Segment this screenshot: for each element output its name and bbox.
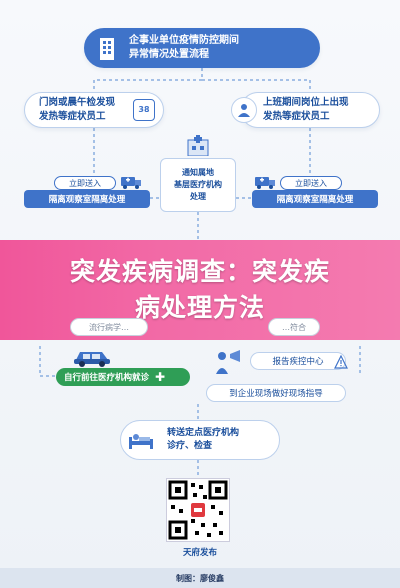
transfer-pill: 转送定点医疗机构 诊疗、检查 <box>120 420 280 460</box>
left-case-line-1: 门岗或晨午检发现 <box>39 97 116 108</box>
car-icon <box>72 346 112 368</box>
ambulance-icon <box>254 174 276 190</box>
guide-label: 到企业现场做好现场指导 <box>229 389 323 399</box>
qr-code-icon <box>166 478 230 542</box>
title-pill: 企事业单位疫情防控期间 异常情况处置流程 <box>84 28 320 68</box>
ambulance-icon <box>120 174 142 190</box>
center-card: 通知属地 基层医疗机构 处理 <box>160 158 236 212</box>
patient-bed-icon <box>121 420 161 460</box>
left-send-label: 立即送入 <box>69 178 101 188</box>
qr-label: 天府发布 <box>182 548 217 558</box>
center-line-1: 通知属地 <box>182 168 214 177</box>
faded-pill-left: 流行病学… <box>70 318 148 336</box>
faded-right-label: …符合 <box>282 322 306 332</box>
left-isolation-bar: 隔离观察室隔离处理 <box>24 190 150 208</box>
right-send-tag: 立即送入 <box>280 176 342 190</box>
faded-pill-right: …符合 <box>268 318 320 336</box>
left-case-box: 门岗或晨午检发现 发热等症状员工 38 <box>24 92 164 128</box>
hospital-icon <box>184 134 212 157</box>
headline-banner: 突发疾病调查：突发疾 病处理方法 <box>0 240 400 340</box>
footer-credit: 制图：廖俊鑫 <box>0 568 400 588</box>
report-cdc-pill: 报告疾控中心 <box>250 352 346 370</box>
left-case-line-2: 发热等症状员工 <box>39 111 106 122</box>
self-visit-bar: 自行前往医疗机构就诊 ✚ <box>56 368 190 386</box>
thermo-value: 38 <box>138 105 150 114</box>
megaphone-icon <box>212 348 244 376</box>
transfer-line-2: 诊疗、检查 <box>167 441 213 451</box>
worker-icon <box>231 97 257 123</box>
building-icon <box>85 28 129 68</box>
center-line-2: 基层医疗机构 <box>174 180 222 189</box>
footer-label: 制图：廖俊鑫 <box>176 573 224 583</box>
right-case-line-1: 上班期间岗位上出现 <box>263 97 349 108</box>
right-send-label: 立即送入 <box>295 178 327 188</box>
thermometer-icon: 38 <box>133 99 155 121</box>
warning-icon <box>334 354 348 369</box>
transfer-line-1: 转送定点医疗机构 <box>167 428 240 438</box>
report-label: 报告疾控中心 <box>272 357 324 367</box>
plus-icon: ✚ <box>155 370 166 384</box>
left-send-tag: 立即送入 <box>54 176 116 190</box>
banner-line-2: 病处理方法 <box>134 293 265 322</box>
right-case-box: 上班期间岗位上出现 发热等症状员工 <box>231 92 380 128</box>
center-line-3: 处理 <box>190 192 206 201</box>
banner-line-1: 突发疾病调查：突发疾 <box>69 257 330 286</box>
title-line-2: 异常情况处置流程 <box>129 49 209 60</box>
right-case-line-2: 发热等症状员工 <box>263 111 330 122</box>
right-isolation-bar: 隔离观察室隔离处理 <box>252 190 378 208</box>
title-line-1: 企事业单位疫情防控期间 <box>129 35 239 46</box>
right-isolation-label: 隔离观察室隔离处理 <box>276 195 354 205</box>
left-isolation-label: 隔离观察室隔离处理 <box>48 195 126 205</box>
self-visit-label: 自行前往医疗机构就诊 <box>64 373 150 383</box>
faded-left-label: 流行病学… <box>89 322 129 332</box>
onsite-guide-pill: 到企业现场做好现场指导 <box>206 384 346 402</box>
